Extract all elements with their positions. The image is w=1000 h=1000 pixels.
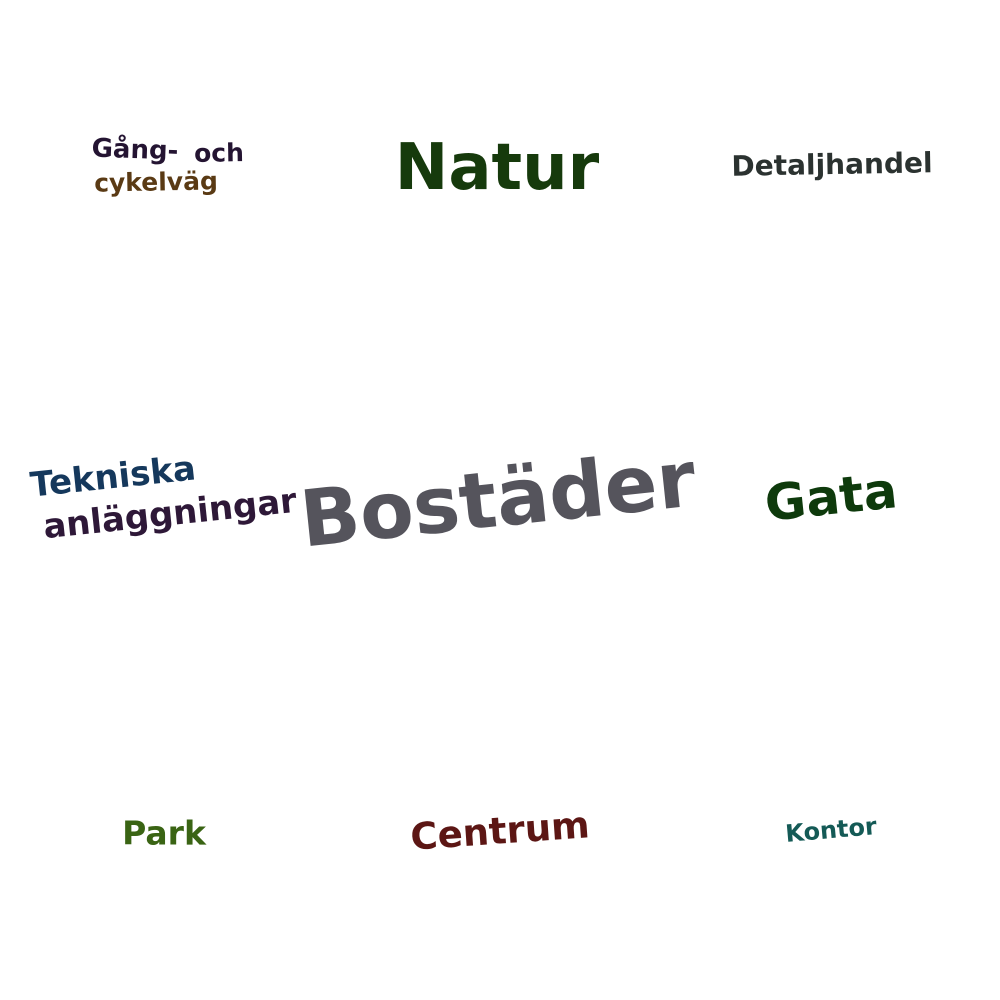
word-kontor: Kontor <box>784 812 878 848</box>
word-detaljhandel: Detaljhandel <box>731 146 933 183</box>
word-park: Park <box>122 813 206 853</box>
word-natur: Natur <box>394 131 600 205</box>
word-bostader: Bostäder <box>296 434 700 566</box>
word-gang: Gång- <box>91 133 179 167</box>
word-och: och <box>193 138 245 168</box>
word-cykelvag: cykelväg <box>93 166 219 198</box>
word-centrum: Centrum <box>409 803 591 859</box>
word-gata: Gata <box>762 461 900 533</box>
